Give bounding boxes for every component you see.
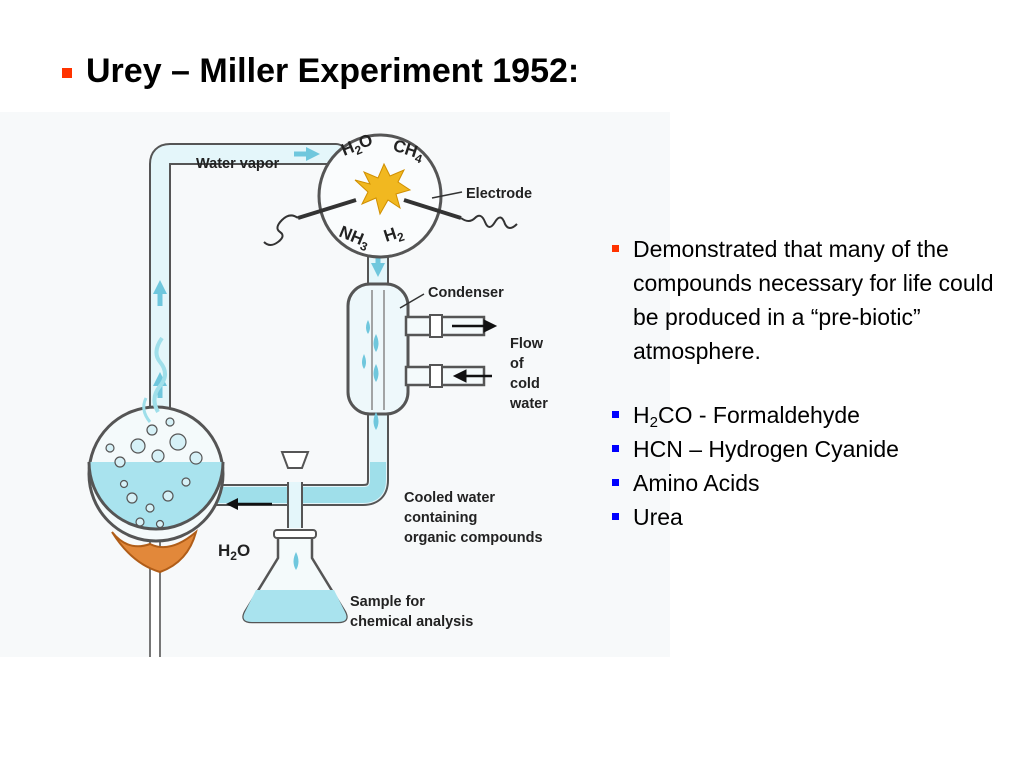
return-arrow	[226, 498, 272, 510]
title-row: Urey – Miller Experiment 1952:	[62, 52, 579, 91]
flow-label-2: of	[510, 356, 524, 372]
bullet-list: Demonstrated that many of the compounds …	[612, 232, 1007, 534]
cold-water-arrows	[452, 319, 498, 383]
electrode-label: Electrode	[466, 186, 532, 202]
sample-label-1: Sample for	[350, 594, 425, 610]
red-bullet-icon	[612, 245, 619, 252]
h2o-flask-label: H2O	[218, 541, 250, 563]
water-vapor-label: Water vapor	[196, 156, 280, 172]
condenser	[346, 282, 498, 430]
cooled-water-label-1: Cooled water	[404, 490, 495, 506]
main-bullet: Demonstrated that many of the compounds …	[612, 232, 1007, 368]
boiling-flask	[87, 336, 225, 657]
cooled-water-label-2: containing	[404, 510, 477, 526]
slide-title: Urey – Miller Experiment 1952:	[86, 52, 580, 90]
blue-bullet-icon	[612, 479, 619, 486]
sub-bullet-text: Amino Acids	[633, 470, 760, 496]
sub-bullet-hcn: HCN – Hydrogen Cyanide	[612, 432, 1007, 466]
sub-bullet-text: H2CO - Formaldehyde	[633, 402, 860, 431]
cooled-water-label-3: organic compounds	[404, 530, 543, 546]
bubbles	[105, 417, 203, 529]
sub-bullet-urea: Urea	[612, 500, 1007, 534]
sample-flask	[242, 451, 348, 624]
title-bullet-icon	[62, 67, 72, 78]
flow-label-1: Flow	[510, 336, 544, 352]
blue-bullet-icon	[612, 513, 619, 520]
reaction-chamber: H2O CH4 NH3 H2	[263, 130, 518, 259]
sub-bullet-text: HCN – Hydrogen Cyanide	[633, 436, 899, 462]
sub-bullet-amino-acids: Amino Acids	[612, 466, 1007, 500]
sub-bullet-text: Urea	[633, 504, 683, 530]
blue-bullet-icon	[612, 445, 619, 452]
flow-arrows	[153, 147, 385, 398]
sub-bullet-formaldehyde: H2CO - Formaldehyde	[612, 398, 1007, 432]
miller-apparatus-diagram: H2O CH4 NH3 H2	[0, 112, 670, 657]
flow-label-4: water	[509, 396, 548, 412]
main-bullet-text: Demonstrated that many of the compounds …	[633, 236, 994, 364]
spark-icon	[354, 162, 412, 216]
condenser-label: Condenser	[428, 285, 504, 301]
gas-h2-label: H2	[381, 222, 406, 249]
sample-label-2: chemical analysis	[350, 614, 473, 630]
blue-bullet-icon	[612, 411, 619, 418]
burner-flame-icon	[111, 529, 198, 574]
flow-label-3: cold	[510, 376, 540, 392]
